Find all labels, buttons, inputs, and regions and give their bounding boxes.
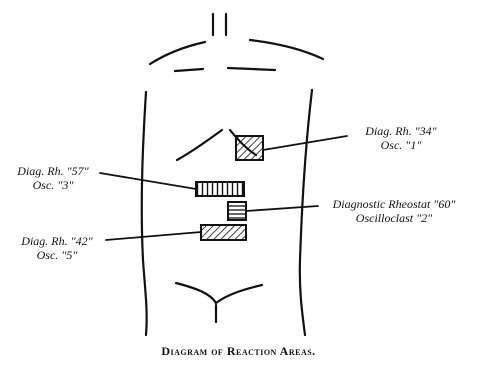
label-57: Diag. Rh. "57" Osc. "3" xyxy=(4,164,102,192)
shoulder-left xyxy=(150,42,205,64)
label-60-line2: Oscilloclast "2" xyxy=(314,211,474,225)
label-34: Diag. Rh. "34" Osc. "1" xyxy=(346,124,456,152)
reaction-area-34 xyxy=(236,136,263,160)
label-34-line2: Osc. "1" xyxy=(346,138,456,152)
label-34-line1: Diag. Rh. "34" xyxy=(346,124,456,138)
collar-left xyxy=(175,69,203,71)
torso-left xyxy=(142,92,147,335)
label-42-line1: Diag. Rh. "42" xyxy=(8,234,106,248)
label-60: Diagnostic Rheostat "60" Oscilloclast "2… xyxy=(314,197,474,225)
pelvis-left xyxy=(176,283,216,303)
label-57-line2: Osc. "3" xyxy=(4,178,102,192)
pelvis-right xyxy=(216,285,262,303)
label-42-line2: Osc. "5" xyxy=(8,248,106,262)
reaction-area-60 xyxy=(228,202,246,220)
label-42: Diag. Rh. "42" Osc. "5" xyxy=(8,234,106,262)
leader-42 xyxy=(106,232,201,240)
leader-60 xyxy=(246,206,318,211)
reaction-area-57 xyxy=(196,182,244,196)
diagram-caption: Diagram of Reaction Areas. xyxy=(0,344,477,359)
collar-right xyxy=(228,68,275,70)
reaction-area-42 xyxy=(201,225,246,240)
label-57-line1: Diag. Rh. "57" xyxy=(4,164,102,178)
torso-right xyxy=(300,90,312,335)
label-60-line1: Diagnostic Rheostat "60" xyxy=(314,197,474,211)
shoulder-right xyxy=(250,40,323,59)
leader-34 xyxy=(263,136,347,150)
rib-left xyxy=(177,130,222,160)
leader-57 xyxy=(100,173,196,189)
